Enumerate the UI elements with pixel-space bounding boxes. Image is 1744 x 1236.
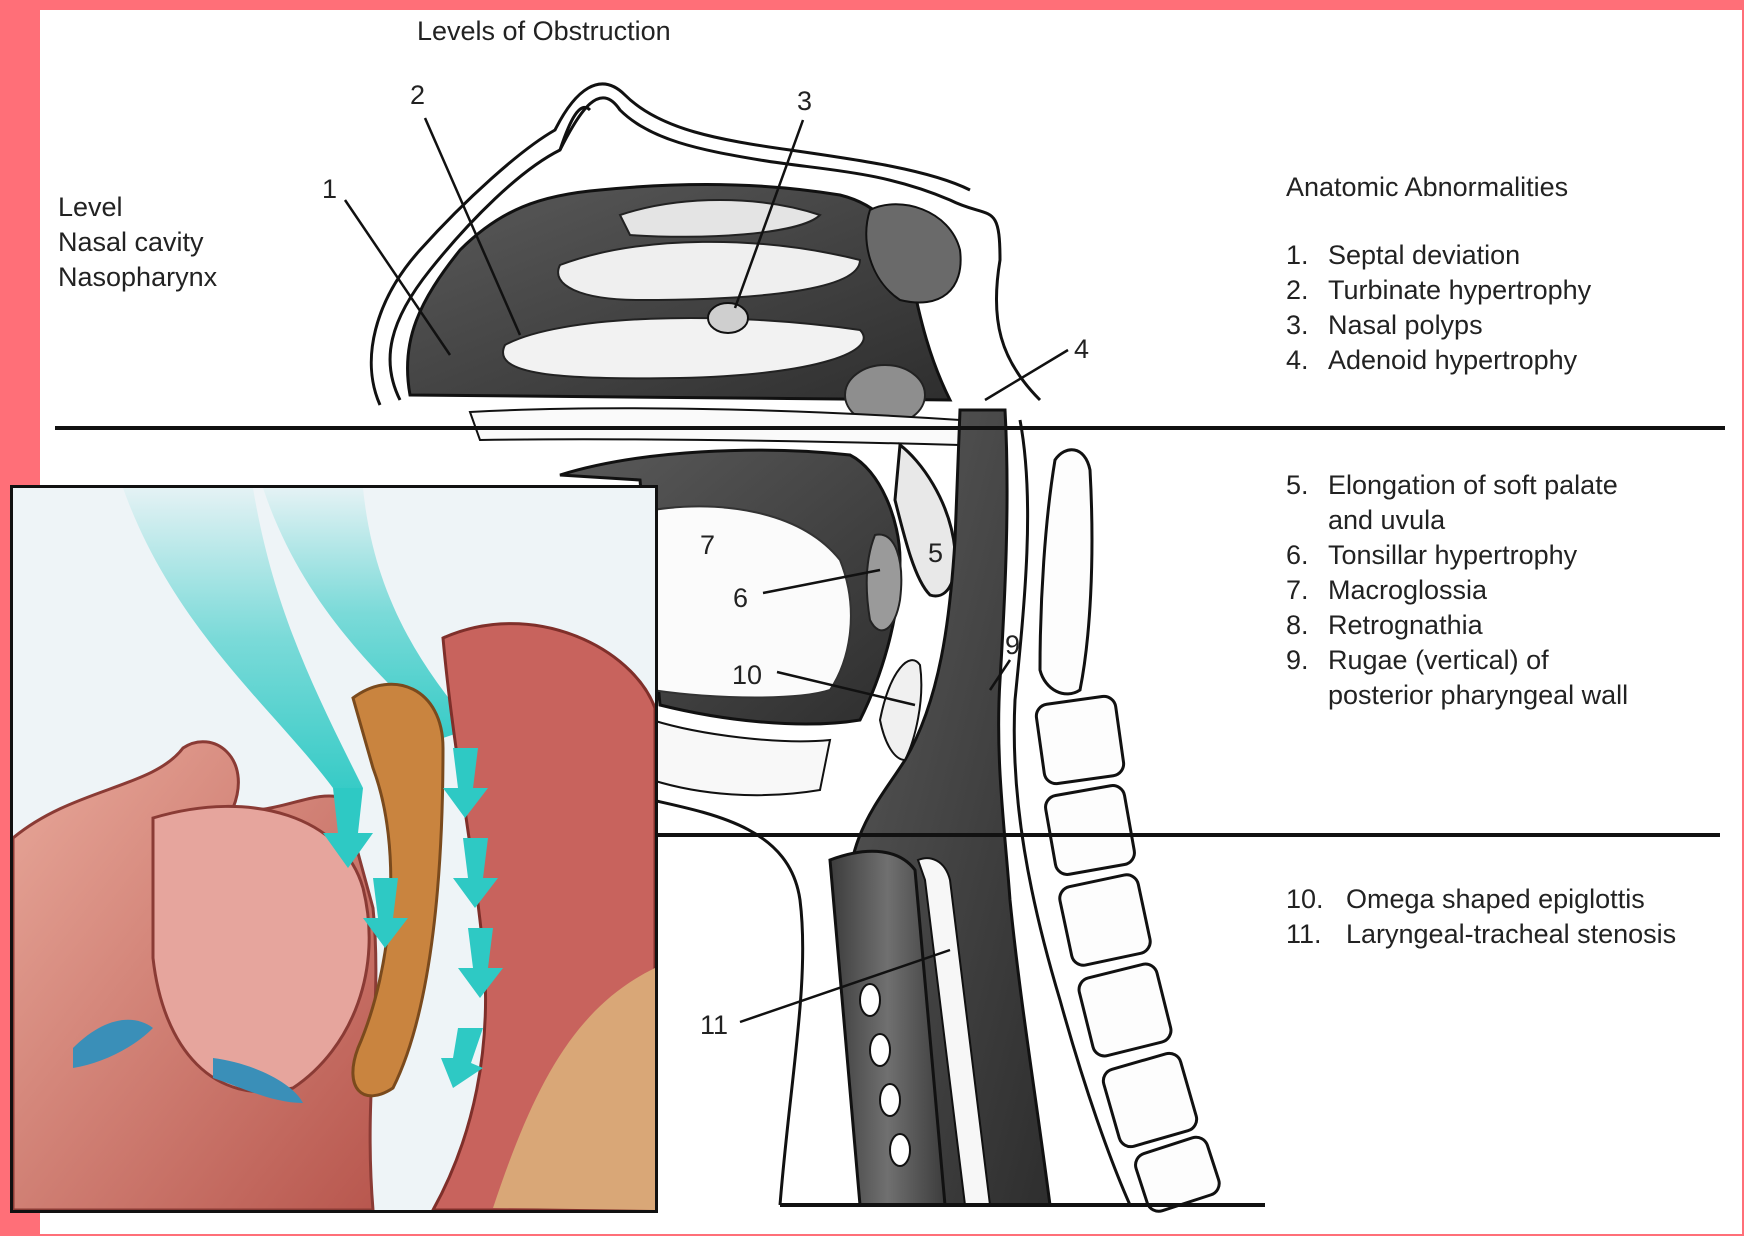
inset-airflow-drawing	[13, 488, 655, 1210]
tonsil	[867, 534, 902, 630]
callout-10: 10	[732, 660, 762, 690]
abnormality-item-1: 1.Septal deviation	[1286, 238, 1520, 273]
callout-1: 1	[322, 174, 337, 204]
abnormality-item-3: 3.Nasal polyps	[1286, 308, 1483, 343]
abnormality-item-5: 5.Elongation of soft palate	[1286, 468, 1618, 503]
callout-11: 11	[700, 1010, 728, 1040]
abnormality-item-9-continued: posterior pharyngeal wall	[1328, 678, 1628, 713]
callout-6: 6	[733, 583, 748, 613]
abnormality-item-2: 2.Turbinate hypertrophy	[1286, 273, 1591, 308]
callout-4: 4	[1074, 334, 1089, 364]
abnormalities-header: Anatomic Abnormalities	[1286, 170, 1568, 205]
level-label-nasal-cavity: Nasal cavity	[58, 225, 204, 260]
mandible	[652, 720, 830, 795]
callout-9: 9	[1005, 630, 1020, 660]
cervical-vertebrae	[1035, 450, 1222, 1215]
soft-palate	[895, 445, 955, 596]
level-label: Level	[58, 190, 123, 225]
level-label-nasopharynx: Nasopharynx	[58, 260, 217, 295]
abnormality-item-4: 4.Adenoid hypertrophy	[1286, 343, 1577, 378]
abnormality-item-6: 6.Tonsillar hypertrophy	[1286, 538, 1577, 573]
abnormality-item-9: 9.Rugae (vertical) of	[1286, 643, 1549, 678]
abnormality-item-7: 7.Macroglossia	[1286, 573, 1487, 608]
abnormality-item-11: 11.Laryngeal-tracheal stenosis	[1286, 917, 1676, 952]
nasal-polyp	[708, 303, 748, 333]
diagram-title: Levels of Obstruction	[417, 14, 671, 49]
abnormality-item-10: 10.Omega shaped epiglottis	[1286, 882, 1645, 917]
callout-2: 2	[410, 80, 425, 110]
callout-5: 5	[928, 538, 943, 568]
inset-airflow-illustration	[10, 485, 658, 1213]
abnormality-item-5-continued: and uvula	[1328, 503, 1445, 538]
callout-3: 3	[797, 86, 812, 116]
abnormality-item-8: 8.Retrognathia	[1286, 608, 1483, 643]
neck-anterior-outline	[652, 800, 803, 1205]
callout-7: 7	[700, 530, 715, 560]
